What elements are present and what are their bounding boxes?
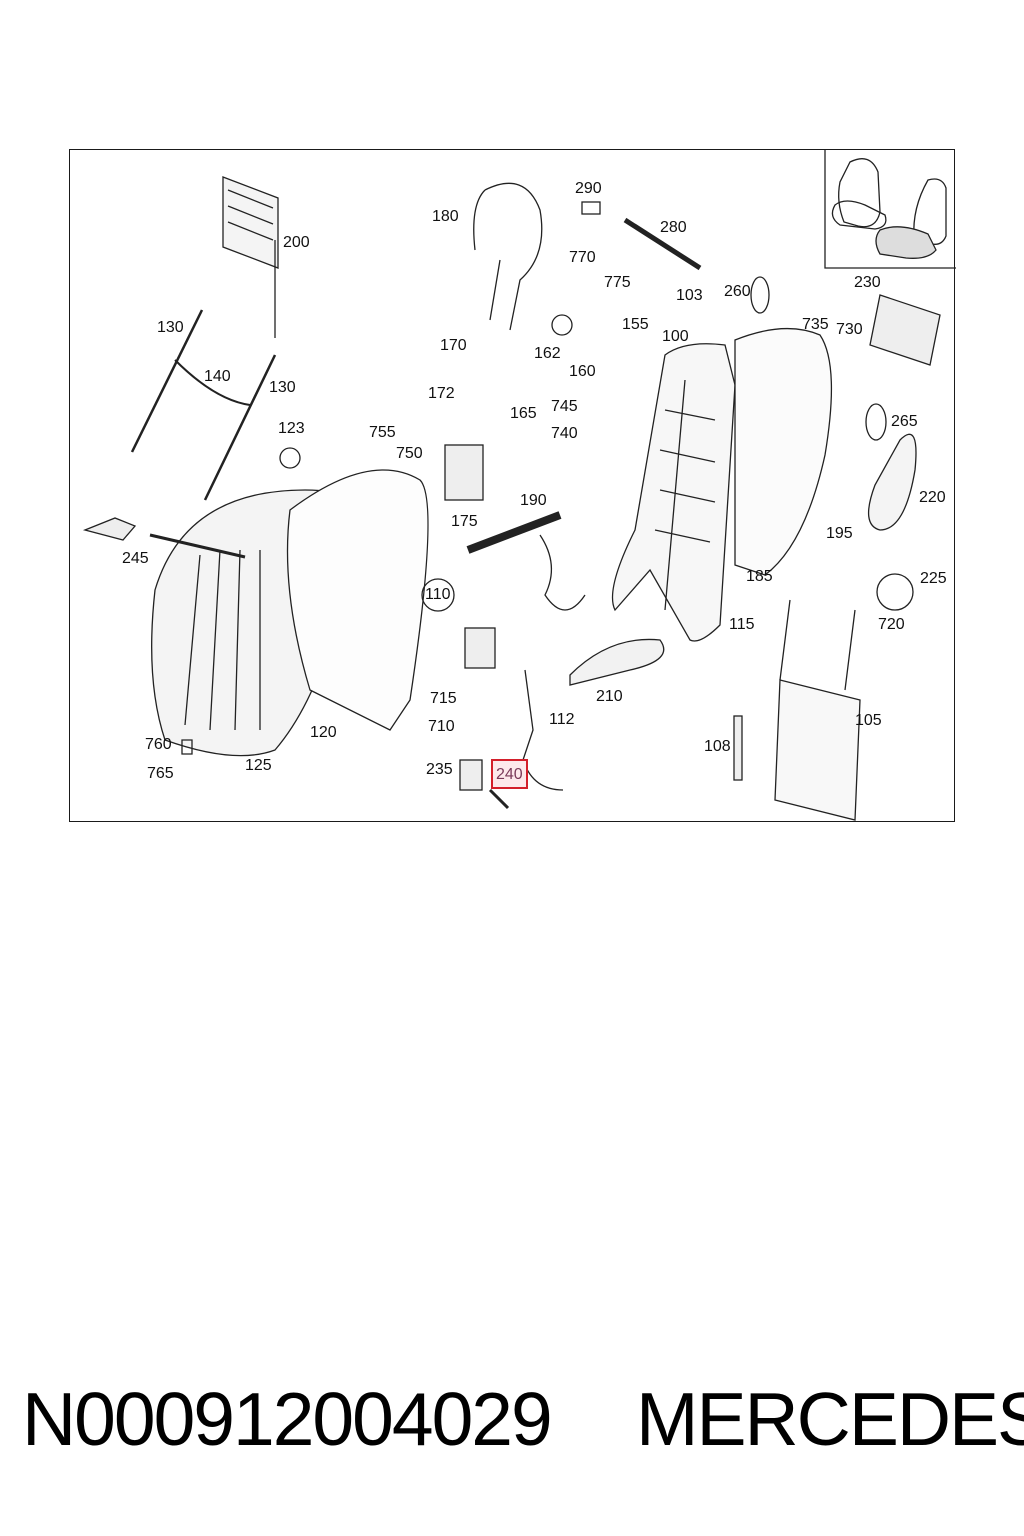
part-200-mat — [222, 176, 279, 338]
label-760: 760 — [145, 736, 172, 753]
part-760-clip — [181, 739, 193, 755]
label-200: 200 — [283, 234, 310, 251]
part-720-tool-callout — [876, 573, 914, 611]
part-220-cover — [868, 433, 917, 531]
diagram-drawing — [82, 150, 956, 821]
part-230-panel — [869, 294, 941, 366]
part-180-headrest — [473, 182, 543, 331]
label-103: 103 — [676, 287, 703, 304]
label-710: 710 — [428, 718, 455, 735]
part-265-clip — [865, 403, 887, 441]
label-210: 210 — [596, 688, 623, 705]
part-120-panel — [286, 469, 429, 731]
label-172: 172 — [428, 385, 455, 402]
label-160: 160 — [569, 363, 596, 380]
footer-part-number: N000912004029 — [22, 1377, 553, 1461]
part-162-cap — [551, 314, 573, 336]
label-180: 180 — [432, 208, 459, 225]
label-220: 220 — [919, 489, 946, 506]
label-730: 730 — [836, 321, 863, 338]
part-110-motor — [464, 627, 496, 669]
label-290: 290 — [575, 180, 602, 197]
label-130-top: 130 — [157, 319, 184, 336]
label-735: 735 — [802, 316, 829, 333]
part-130-rod-right — [203, 354, 277, 501]
label-755: 755 — [369, 424, 396, 441]
label-750: 750 — [396, 445, 423, 462]
label-100: 100 — [662, 328, 689, 345]
part-108-strip — [733, 715, 743, 781]
inset-frame — [824, 150, 956, 269]
part-245-handle — [82, 517, 137, 541]
label-260: 260 — [724, 283, 751, 300]
label-155: 155 — [622, 316, 649, 333]
label-280: 280 — [660, 219, 687, 236]
label-105: 105 — [855, 712, 882, 729]
part-290-bolt — [581, 201, 601, 215]
part-210-lever — [569, 638, 665, 686]
label-110: 110 — [425, 586, 451, 603]
label-112: 112 — [549, 711, 575, 728]
part-190-cable — [539, 534, 586, 611]
label-108: 108 — [704, 738, 731, 755]
label-125: 125 — [245, 757, 272, 774]
label-195: 195 — [826, 525, 853, 542]
part-123-clip — [279, 447, 301, 469]
parts-diagram: 290 180 280 200 770 775 103 260 230 130 … — [69, 149, 956, 822]
part-112-actuator — [522, 669, 564, 791]
label-170: 170 — [440, 337, 467, 354]
label-245: 245 — [122, 550, 149, 567]
part-240-bolt — [488, 788, 510, 810]
label-130-mid: 130 — [269, 379, 296, 396]
label-235: 235 — [426, 761, 453, 778]
label-115: 115 — [729, 616, 755, 633]
part-260-clip — [750, 276, 770, 314]
inset-seat-icon — [831, 158, 947, 259]
label-140: 140 — [204, 368, 231, 385]
part-280-strap — [623, 217, 702, 271]
label-230: 230 — [854, 274, 881, 291]
label-225: 225 — [920, 570, 947, 587]
part-190-bar — [466, 511, 562, 554]
label-740: 740 — [551, 425, 578, 442]
part-110-callout — [421, 578, 455, 612]
part-130-rod-left — [130, 309, 204, 453]
label-770: 770 — [569, 249, 596, 266]
part-105-lumbar — [774, 679, 861, 821]
label-765: 765 — [147, 765, 174, 782]
label-175: 175 — [451, 513, 478, 530]
part-140-wire — [174, 359, 251, 406]
label-745: 745 — [551, 398, 578, 415]
footer-brand: MERCEDES — [636, 1377, 1024, 1461]
label-165: 165 — [510, 405, 537, 422]
part-235-block — [459, 759, 483, 791]
label-265: 265 — [891, 413, 918, 430]
part-100-frame — [611, 343, 736, 642]
label-123: 123 — [278, 420, 305, 437]
label-185: 185 — [746, 568, 773, 585]
label-190: 190 — [520, 492, 547, 509]
label-162: 162 — [534, 345, 561, 362]
label-715: 715 — [430, 690, 457, 707]
label-240-highlighted: 240 — [491, 759, 528, 789]
part-175-mechanism — [444, 444, 484, 501]
part-185-cover — [734, 327, 833, 576]
label-120: 120 — [310, 724, 337, 741]
label-720: 720 — [878, 616, 905, 633]
label-775: 775 — [604, 274, 631, 291]
